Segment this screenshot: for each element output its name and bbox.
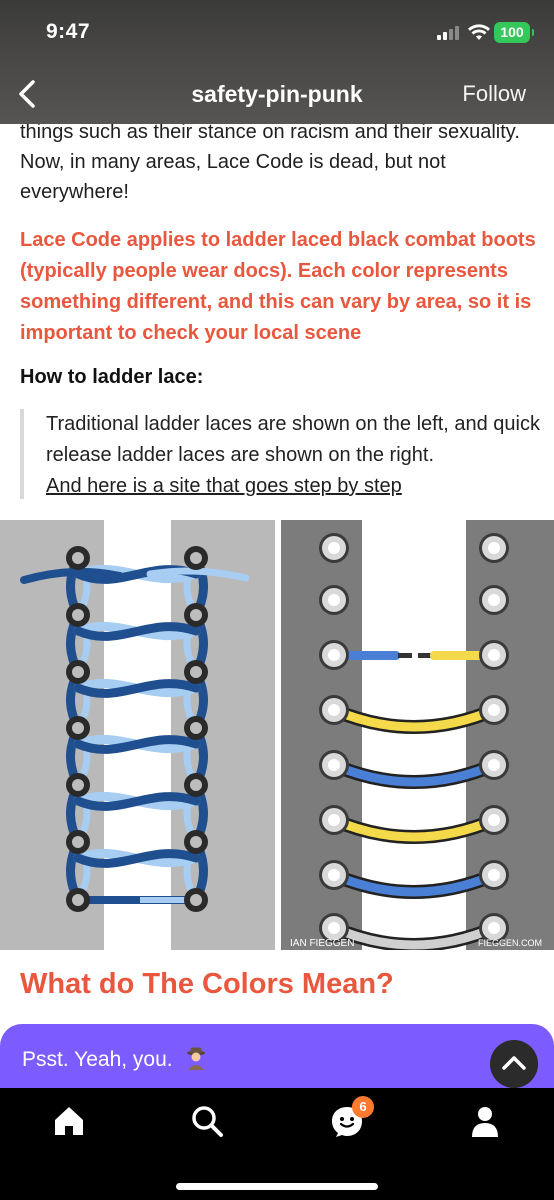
quote-text: Traditional ladder laces are shown on th… — [46, 413, 540, 466]
psst-banner[interactable]: Psst. Yeah, you. — [0, 1024, 554, 1094]
intro-paragraph: things such as their stance on racism an… — [20, 121, 520, 203]
home-icon[interactable] — [52, 1104, 86, 1138]
how-to-heading: How to ladder lace: — [20, 366, 204, 388]
blockquote: Traditional ladder laces are shown on th… — [20, 409, 540, 499]
ladder-lacing-image[interactable]: IAN FIEGGEN FIEGGEN.COM — [0, 520, 554, 950]
status-time: 9:47 — [46, 20, 91, 43]
watermark-right: FIEGGEN.COM — [478, 938, 542, 948]
chevron-left-icon[interactable] — [14, 78, 40, 110]
psst-text: Psst. Yeah, you. — [22, 1046, 208, 1072]
highlight-paragraph: Lace Code applies to ladder laced black … — [20, 229, 536, 344]
blog-name-title[interactable]: safety-pin-punk — [191, 81, 363, 107]
top-bar: 9:47 100 safety-pin-punk Follow — [0, 0, 554, 124]
activity-badge: 6 — [352, 1096, 374, 1118]
colors-heading: What do The Colors Mean? — [20, 968, 394, 1000]
battery-icon: 100 — [494, 22, 534, 43]
search-icon[interactable] — [190, 1104, 224, 1138]
follow-button[interactable]: Follow — [462, 81, 526, 106]
detective-icon — [187, 1047, 206, 1070]
watermark-left: IAN FIEGGEN — [290, 938, 354, 949]
home-indicator — [176, 1183, 378, 1190]
account-icon[interactable] — [468, 1104, 502, 1138]
step-by-step-link[interactable]: And here is a site that goes step by ste… — [46, 475, 402, 497]
cellular-signal-icon — [437, 25, 463, 40]
chevron-up-icon[interactable] — [490, 1040, 538, 1088]
tab-bar — [0, 1088, 554, 1200]
wifi-icon — [468, 24, 490, 40]
psst-label: Psst. Yeah, you. — [22, 1048, 173, 1071]
